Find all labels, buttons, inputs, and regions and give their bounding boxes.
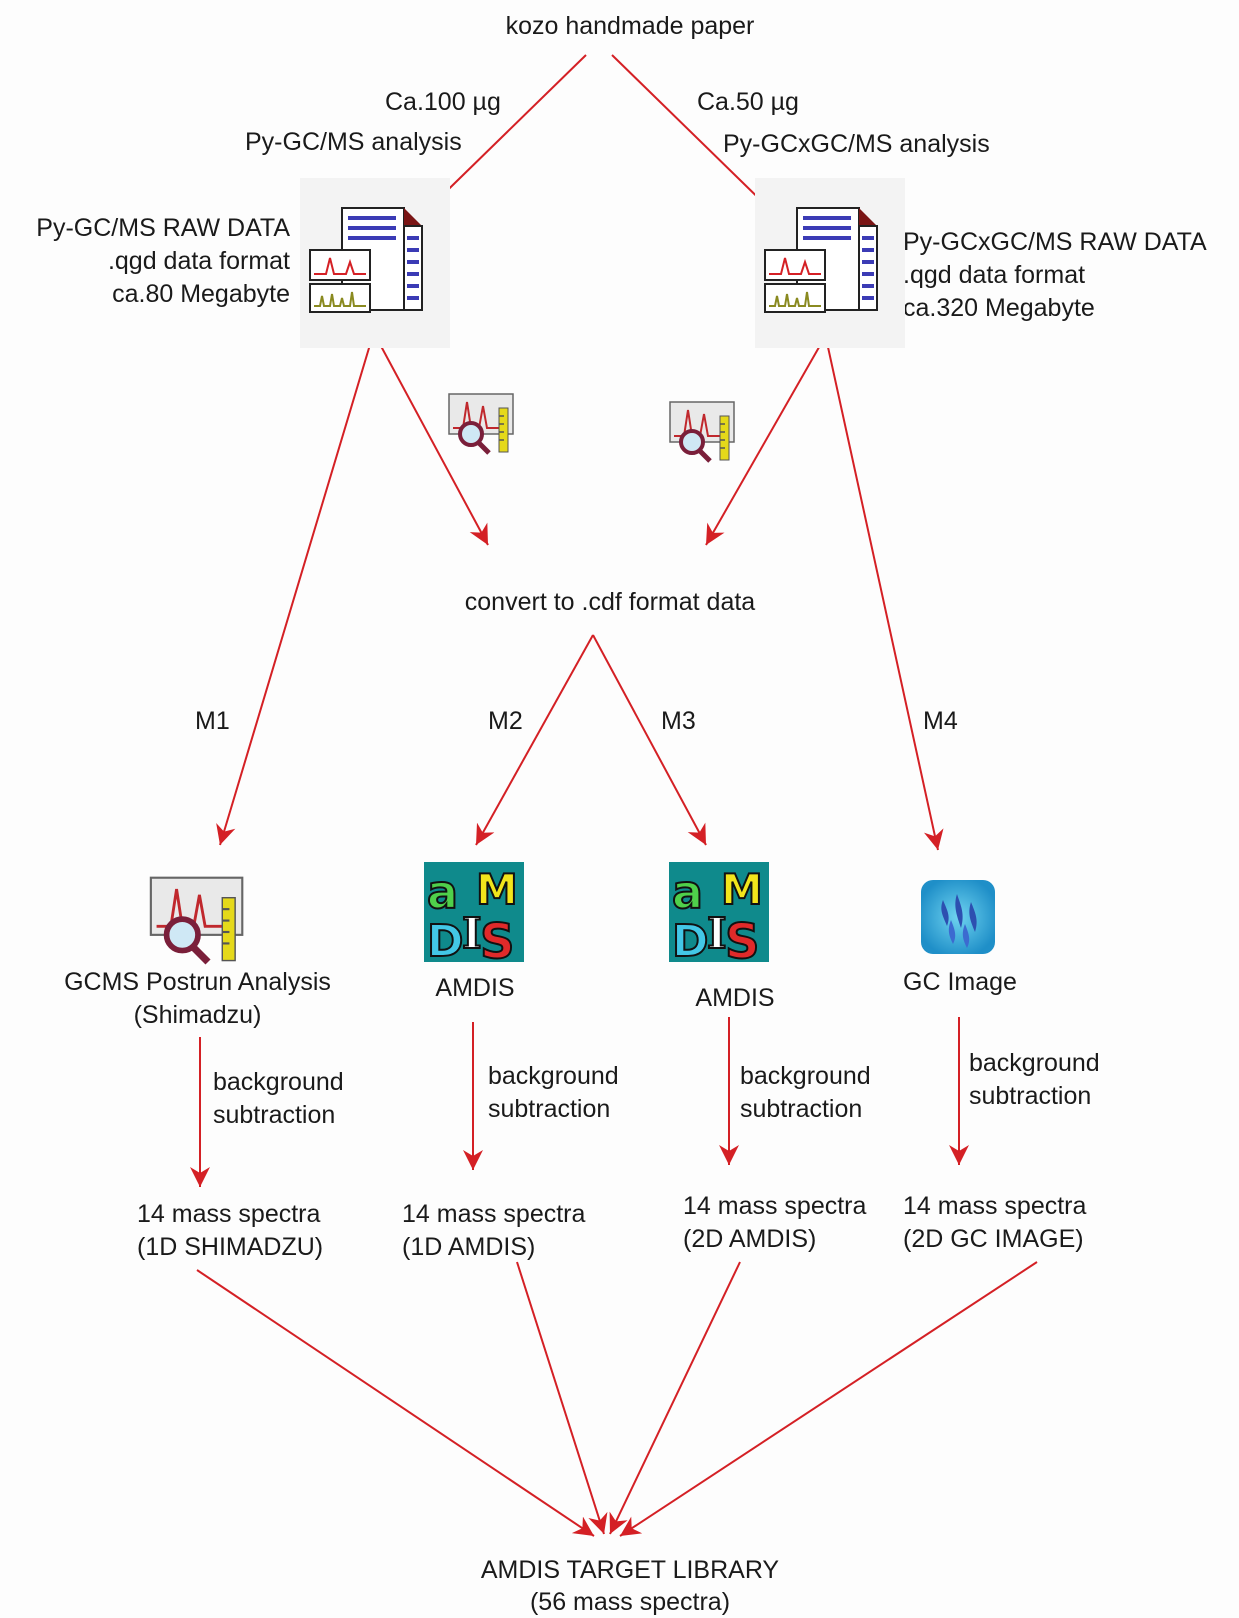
arrow-m2-to-target: [516, 1261, 608, 1535]
arrow-m1-to-target: [196, 1269, 595, 1537]
left-method: Py-GC/MS analysis: [245, 128, 462, 156]
m3-result-count: 14 mass spectra: [683, 1192, 867, 1220]
arrow-source-to-right-raw: [611, 54, 782, 221]
m4-result-count: 14 mass spectra: [903, 1192, 1087, 1220]
amdis-logo-icon: a M D I S: [424, 862, 524, 962]
arrow-left-raw-to-convert: [374, 334, 489, 546]
m1-result-label: (1D SHIMADZU): [137, 1233, 324, 1261]
m2-result-count: 14 mass spectra: [402, 1200, 586, 1228]
m1-step-line2: subtraction: [213, 1101, 336, 1129]
postrun-analysis-icon: [669, 401, 735, 463]
m3-software-name: AMDIS: [695, 984, 775, 1012]
m2-step-line2: subtraction: [488, 1095, 611, 1123]
right-raw-size: ca.320 Megabyte: [903, 294, 1095, 322]
svg-text:S: S: [725, 914, 760, 962]
raw-data-document-icon: [300, 178, 450, 348]
postrun-analysis-icon: [448, 393, 514, 455]
method-m3-label: M3: [661, 707, 696, 735]
left-raw-size: ca.80 Megabyte: [112, 280, 290, 308]
amdis-logo-icon: a M D I S: [669, 862, 769, 962]
method-m4-label: M4: [923, 707, 958, 735]
svg-text:a: a: [672, 865, 703, 919]
svg-text:M: M: [721, 865, 763, 914]
arrow-m4-to-target: [619, 1261, 1038, 1537]
source-label: kozo handmade paper: [505, 12, 755, 40]
arrow-convert-to-m2: [475, 634, 594, 846]
arrow-left-raw-to-m1: [216, 337, 373, 846]
m1-software-name: GCMS Postrun Analysis: [64, 968, 331, 996]
m2-step-line1: background: [488, 1062, 619, 1090]
m3-result-label: (2D AMDIS): [683, 1225, 817, 1253]
arrow-right-raw-to-m4: [825, 337, 944, 851]
right-amount: Ca.50 µg: [697, 88, 799, 116]
m1-software-vendor: (Shimadzu): [133, 1001, 262, 1029]
method-m1-label: M1: [195, 707, 230, 735]
m4-result-label: (2D GC IMAGE): [903, 1225, 1084, 1253]
left-raw-format: .qgd data format: [107, 247, 290, 275]
m2-software-name: AMDIS: [435, 974, 515, 1002]
m4-software-name: GC Image: [903, 968, 1017, 996]
m1-step-line1: background: [213, 1068, 344, 1096]
target-library-count: (56 mass spectra): [529, 1588, 731, 1616]
left-amount: Ca.100 µg: [385, 88, 501, 116]
m1-result-count: 14 mass spectra: [137, 1200, 321, 1228]
m4-step-line1: background: [969, 1049, 1100, 1077]
right-raw-title: Py-GCxGC/MS RAW DATA: [903, 228, 1207, 256]
svg-text:M: M: [476, 865, 518, 914]
m2-result-label: (1D AMDIS): [402, 1233, 536, 1261]
arrow-m3-to-target: [609, 1261, 741, 1535]
postrun-analysis-icon: [149, 876, 244, 965]
left-raw-title: Py-GC/MS RAW DATA: [36, 214, 290, 242]
svg-text:S: S: [480, 914, 515, 962]
raw-data-document-icon: [755, 178, 905, 348]
gc-image-logo-icon: [921, 880, 995, 954]
right-method: Py-GCxGC/MS analysis: [723, 130, 990, 158]
m4-step-line2: subtraction: [969, 1082, 1092, 1110]
convert-label: convert to .cdf format data: [464, 588, 756, 616]
m3-step-line2: subtraction: [740, 1095, 863, 1123]
arrow-right-raw-to-convert: [705, 334, 827, 546]
svg-text:a: a: [427, 865, 458, 919]
m3-step-line1: background: [740, 1062, 871, 1090]
svg-text:D: D: [672, 916, 709, 962]
svg-text:I: I: [462, 909, 482, 958]
method-m2-label: M2: [488, 707, 523, 735]
svg-text:I: I: [707, 909, 727, 958]
target-library-title: AMDIS TARGET LIBRARY: [480, 1556, 780, 1584]
right-raw-format: .qgd data format: [903, 261, 1086, 289]
arrow-convert-to-m3: [592, 634, 707, 846]
svg-text:D: D: [427, 916, 464, 962]
